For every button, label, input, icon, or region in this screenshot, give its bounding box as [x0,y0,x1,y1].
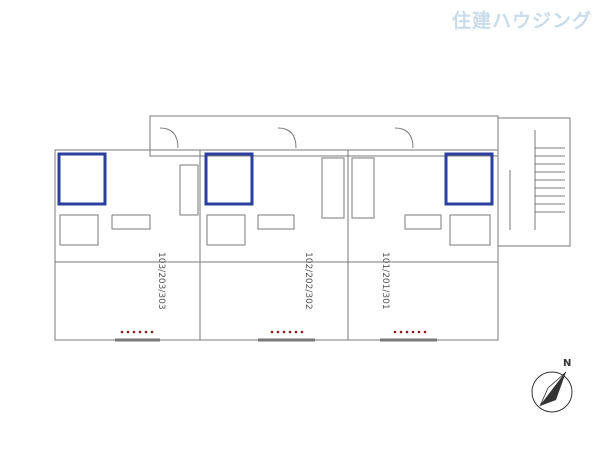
units-outline [54,149,499,341]
dots-right [393,330,427,334]
storage-middle [257,214,295,230]
kitchen-left [179,164,199,216]
storage-left [111,214,151,230]
bath-middle [206,214,246,246]
door-right [394,127,414,149]
unit-label-middle: 102/202/302 [303,252,313,310]
stairs-outline [497,117,571,247]
kitchen-middle [321,157,345,219]
stair-treads [509,130,565,230]
kitchen-right [351,157,375,219]
bath-right [449,214,491,246]
door-middle [277,127,297,149]
dots-left [120,330,154,334]
dots-middle [270,330,304,334]
watermark-logo: 住建ハウジング [451,10,592,32]
toilet-highlight-right [444,152,494,206]
north-compass-icon [531,371,573,413]
storage-right [404,214,442,230]
toilet-highlight-left [57,152,107,206]
door-left [159,127,179,149]
unit-label-left: 103/203/303 [156,252,166,310]
unit-label-right: 101/201/301 [380,252,390,310]
bath-left [59,214,99,246]
north-label: N [563,358,571,369]
toilet-highlight-middle [204,152,254,206]
